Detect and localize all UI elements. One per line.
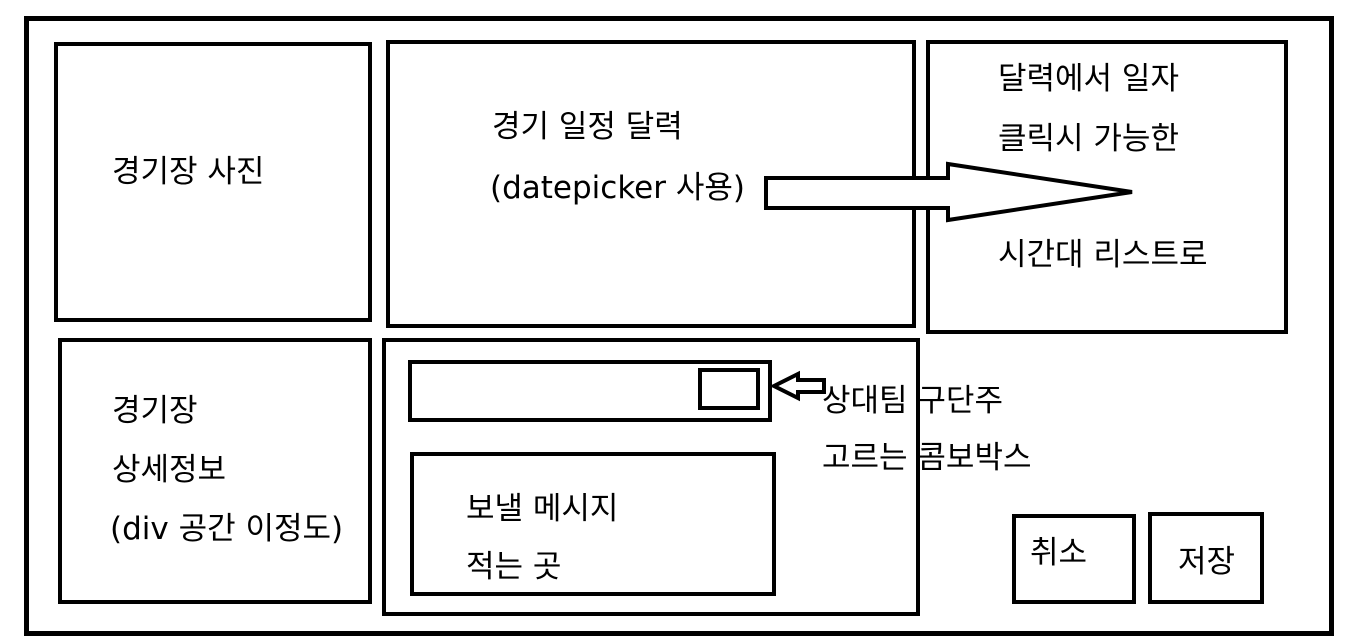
message-textarea-line1: 보낼 메시지: [466, 491, 619, 527]
calendar-to-list-arrow-icon: [764, 161, 1133, 223]
stadium-details-line3: (div 공간 이정도): [110, 511, 344, 547]
combobox-note-line2: 고르는 콤보박스: [822, 440, 1032, 476]
cancel-button-label: 취소: [1030, 535, 1088, 571]
time-slot-note-line3: 시간대 리스트로: [998, 237, 1208, 273]
stadium-photo-panel: [54, 42, 372, 322]
message-textarea-line2: 적는 곳: [466, 549, 562, 585]
stadium-details-line2: 상세정보: [112, 452, 227, 488]
combobox-pointer-arrow-icon: [769, 370, 826, 402]
message-textarea[interactable]: [410, 452, 776, 596]
time-slot-note-line1: 달력에서 일자: [998, 61, 1179, 97]
combobox-dropdown-button[interactable]: [698, 368, 760, 410]
schedule-calendar-subtitle: (datepicker 사용): [490, 170, 745, 206]
cancel-button[interactable]: [1012, 514, 1136, 604]
schedule-calendar-title: 경기 일정 달력: [492, 109, 683, 145]
stadium-details-panel: [58, 338, 372, 604]
stadium-photo-label: 경기장 사진: [112, 154, 265, 190]
stadium-details-line1: 경기장: [112, 393, 198, 429]
save-button-label: 저장: [1178, 544, 1236, 580]
combobox-note-line1: 상대팀 구단주: [822, 383, 1003, 419]
save-button[interactable]: [1148, 512, 1264, 604]
time-slot-note-line2: 클릭시 가능한: [998, 121, 1179, 157]
